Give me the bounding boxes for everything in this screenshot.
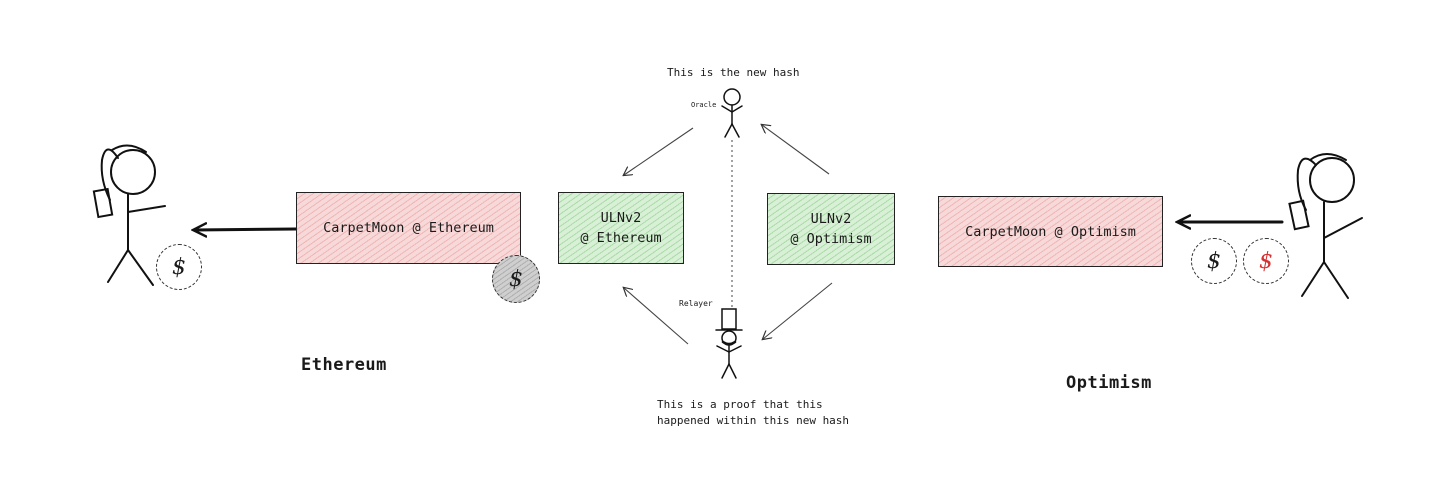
right-user-figure-icon (1288, 153, 1363, 299)
relayer-caption: This is a proof that this happened withi… (657, 398, 850, 427)
carpetmoon-ethereum-box: CarpetMoon @ Ethereum (296, 192, 521, 264)
optimism-region-label: Optimism (1066, 373, 1152, 393)
uln-optimism-to-oracle-arrow (762, 125, 830, 175)
relayer-label: Relayer (679, 299, 713, 308)
relayer-to-uln-ethereum-arrow (624, 288, 689, 345)
left-user-figure-icon (92, 144, 166, 286)
ulnv2-ethereum-label: ULNv2 @ Ethereum (580, 210, 662, 246)
left-user-dollar-coin: $ (156, 244, 202, 290)
carpetmoon-optimism-label: CarpetMoon @ Optimism (965, 223, 1136, 240)
right-user-red-dollar-coin: $ (1243, 238, 1289, 284)
ulnv2-ethereum-box: ULNv2 @ Ethereum (558, 192, 684, 264)
oracle-label: Oracle (691, 101, 717, 109)
relayer-figure-icon (715, 308, 743, 379)
red-dollar-icon: $ (1259, 248, 1273, 274)
ulnv2-optimism-label: ULNv2 @ Optimism (790, 211, 872, 247)
ethereum-region-label: Ethereum (301, 355, 387, 375)
dollar-icon: $ (1207, 248, 1221, 274)
uln-optimism-to-relayer-arrow (763, 282, 833, 339)
dollar-icon: $ (509, 266, 523, 292)
carpetmoon-optimism-box: CarpetMoon @ Optimism (938, 196, 1163, 267)
oracle-to-uln-ethereum-arrow (624, 127, 694, 175)
ethereum-contract-dollar-coin: $ (492, 255, 540, 303)
carpetmoon-ethereum-to-user-arrow (194, 229, 298, 230)
ulnv2-optimism-box: ULNv2 @ Optimism (767, 193, 895, 265)
right-user-dollar-coin: $ (1191, 238, 1237, 284)
carpetmoon-ethereum-label: CarpetMoon @ Ethereum (323, 220, 494, 236)
dollar-icon: $ (172, 254, 186, 280)
oracle-figure-icon (721, 88, 743, 138)
oracle-caption: This is the new hash (667, 66, 800, 79)
